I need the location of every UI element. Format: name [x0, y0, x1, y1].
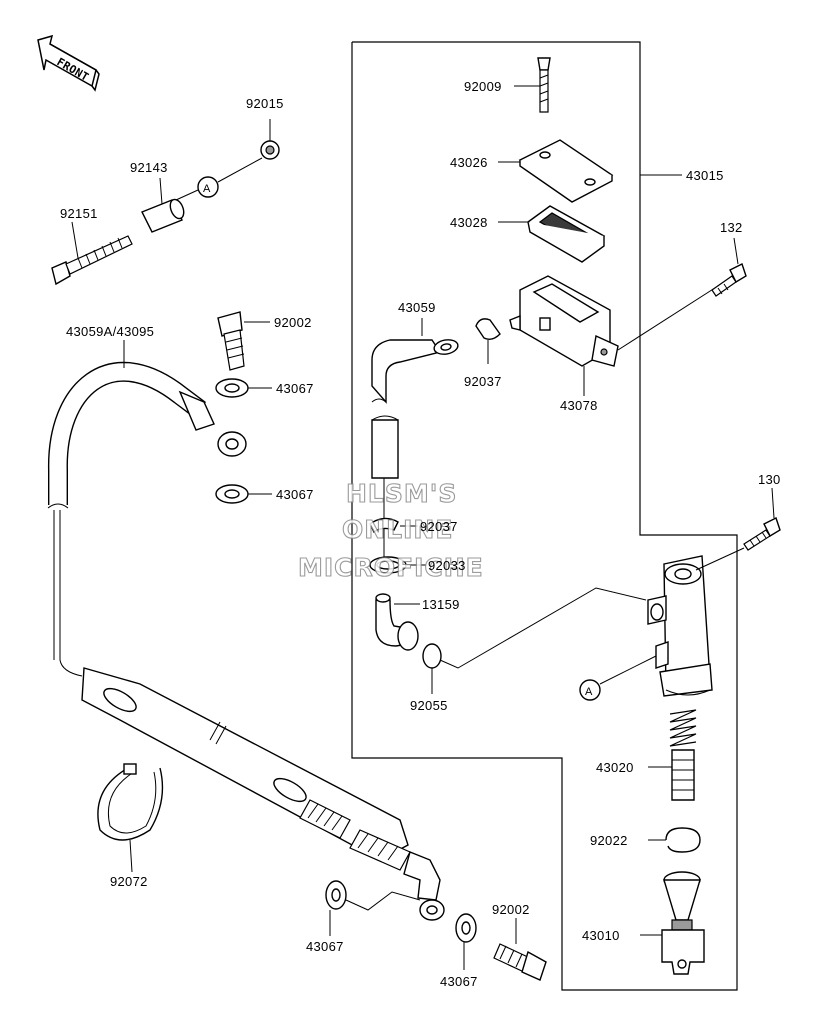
label-92015: 92015 [246, 96, 284, 111]
label-92072: 92072 [110, 874, 148, 889]
pushrod-43010 [640, 871, 705, 975]
callout-a-top: A [175, 157, 263, 201]
washer-43067-d [455, 913, 477, 970]
callout-a-label-bottom: A [585, 686, 593, 698]
watermark: HLSM'S ONLINE MICROFICHE [297, 478, 484, 582]
label-92037-a: 92037 [464, 374, 502, 389]
label-43067-b: 43067 [276, 487, 314, 502]
cap-43026 [498, 139, 614, 203]
label-43067-c: 43067 [306, 939, 344, 954]
reservoir-43078 [509, 275, 719, 396]
bolt-132 [711, 237, 747, 297]
label-43026: 43026 [450, 155, 488, 170]
label-92037-b: 92037 [420, 519, 458, 534]
label-43015: 43015 [686, 168, 724, 183]
part-labels: 92015 92143 92151 92002 43059A/43095 430… [60, 79, 781, 989]
front-arrow-icon: FRONT [37, 34, 100, 92]
label-43028: 43028 [450, 215, 488, 230]
master-cylinder-body [647, 555, 713, 697]
label-92002-bottom: 92002 [492, 902, 530, 917]
clip-92037-b [369, 517, 418, 534]
ring-92033 [369, 556, 426, 574]
brake-hose-43059a [47, 340, 247, 509]
label-92151: 92151 [60, 206, 98, 221]
label-92143: 92143 [130, 160, 168, 175]
washer-43067-a [215, 378, 272, 398]
nut-92015 [260, 119, 280, 160]
label-92002-top: 92002 [274, 315, 312, 330]
label-43059a-43095: 43059A/43095 [66, 324, 154, 339]
bolt-130 [695, 487, 781, 571]
clamp-92072 [97, 763, 164, 873]
connector-13159 [375, 593, 420, 651]
watermark-line-3: MICROFICHE [298, 553, 484, 582]
o-ring-92055 [422, 587, 647, 694]
clip-92037-a [475, 318, 501, 364]
label-43067-d: 43067 [440, 974, 478, 989]
kit-frame-43015 [351, 41, 738, 991]
collar-92143 [141, 177, 185, 233]
screw-92009 [514, 57, 551, 113]
hose-43059 [371, 318, 459, 560]
watermark-line-2: ONLINE [342, 515, 453, 544]
bolt-92151 [51, 221, 133, 286]
diaphragm-43028 [498, 205, 606, 263]
label-92009: 92009 [464, 79, 502, 94]
label-92033: 92033 [428, 558, 466, 573]
washer-43067-c [325, 880, 421, 936]
label-13159: 13159 [422, 597, 460, 612]
label-43010: 43010 [582, 928, 620, 943]
label-132: 132 [720, 220, 743, 235]
brake-hose-lower [53, 510, 445, 921]
banjo-bolt-92002-top [217, 311, 270, 371]
label-92022: 92022 [590, 833, 628, 848]
callout-a-bottom: A [579, 655, 657, 701]
callout-a-label-top: A [203, 183, 211, 195]
label-43059: 43059 [398, 300, 436, 315]
watermark-line-1: HLSM'S [346, 479, 457, 508]
label-43078: 43078 [560, 398, 598, 413]
banjo-bolt-92002-bottom [493, 918, 547, 981]
washer-43067-b [215, 484, 272, 504]
label-43067-a: 43067 [276, 381, 314, 396]
circlip-92022 [648, 827, 701, 853]
label-92055: 92055 [410, 698, 448, 713]
label-43020: 43020 [596, 760, 634, 775]
spring-43020 [648, 709, 697, 801]
label-130: 130 [758, 472, 781, 487]
